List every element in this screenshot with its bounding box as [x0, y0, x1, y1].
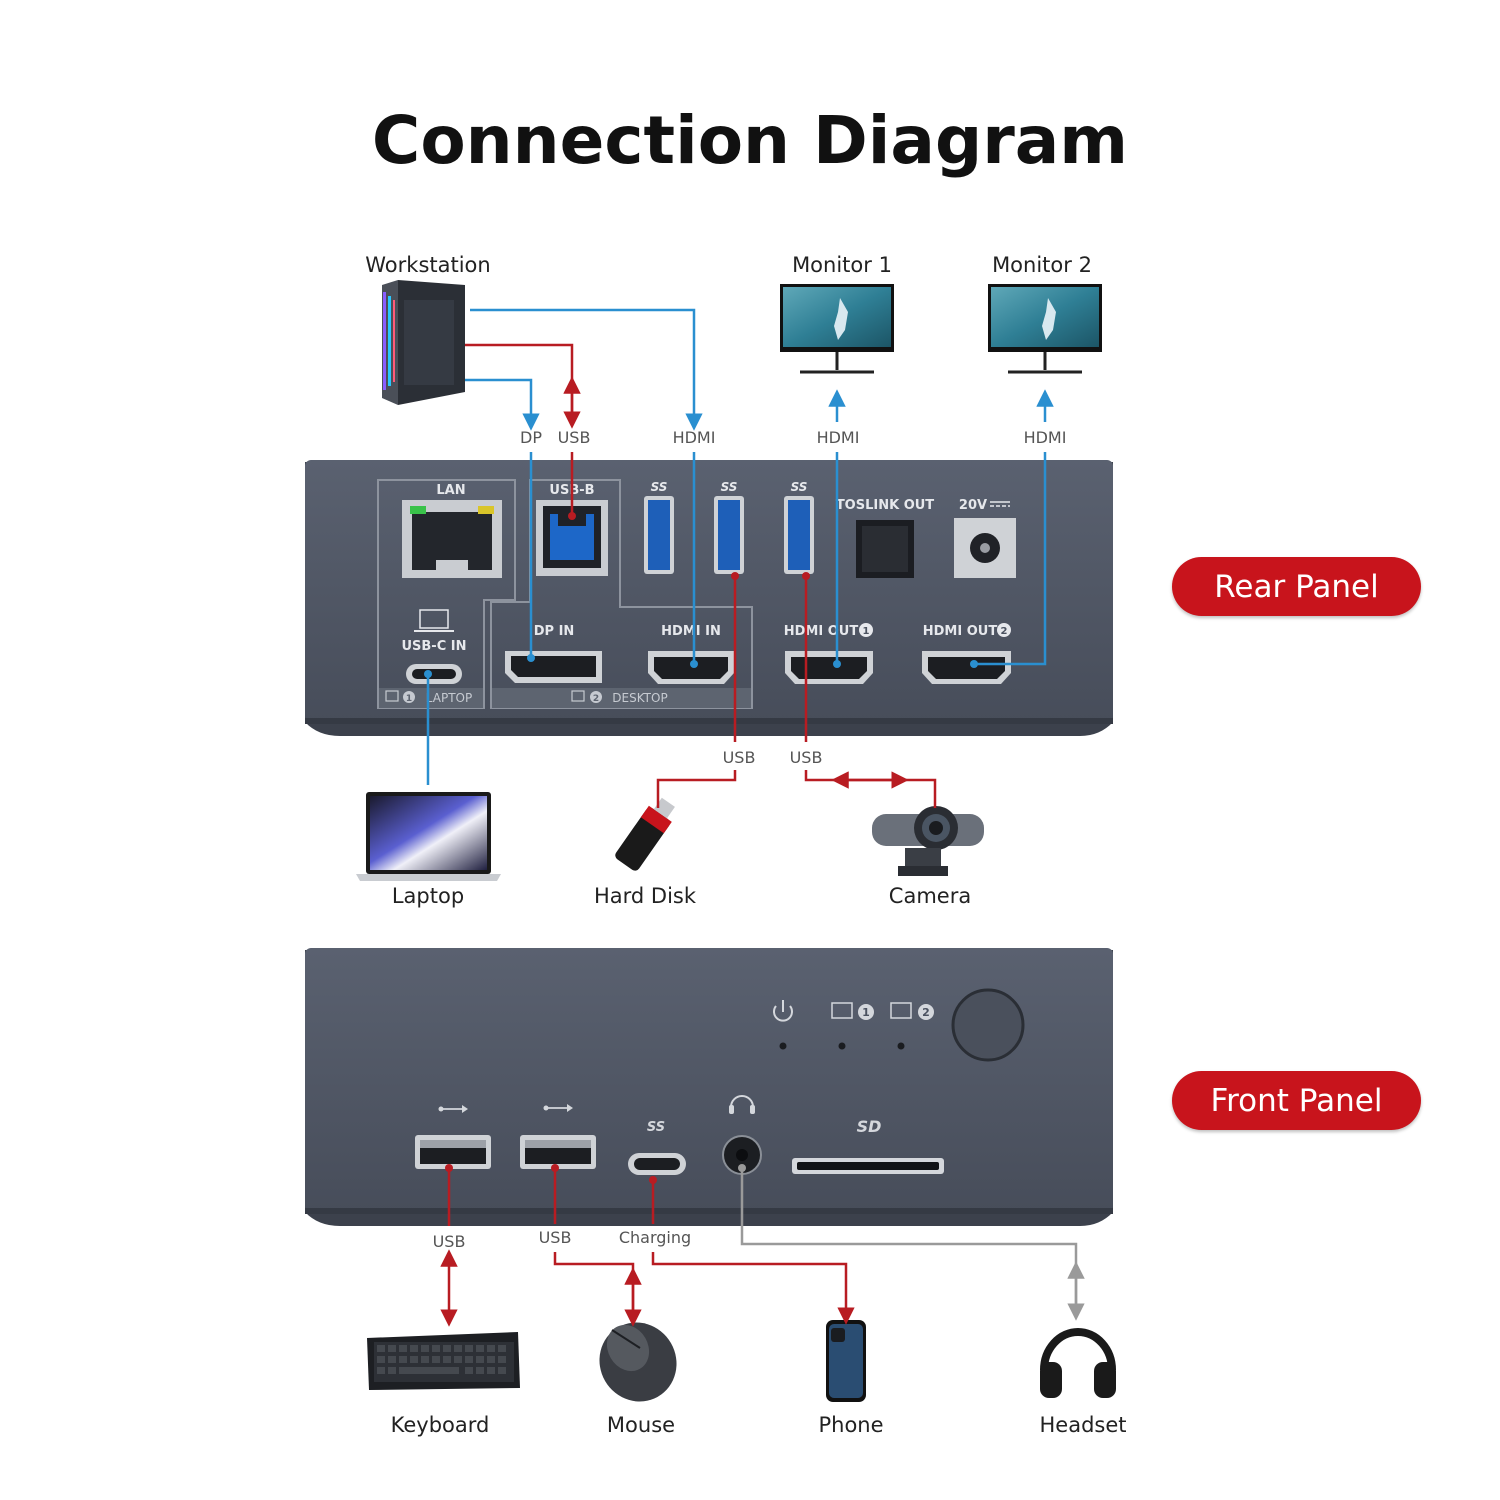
sd-card-slot[interactable]: [792, 1158, 944, 1174]
desktop-mode-number: 2: [593, 694, 599, 704]
hdmi-out-2-number: 2: [1001, 626, 1008, 637]
workstation-usb-line: [465, 343, 574, 422]
headset-icon: [1040, 1328, 1116, 1398]
rear-usb-a-port-3[interactable]: SS: [784, 480, 814, 574]
usb-symbol-icon-1: [438, 1105, 468, 1113]
headset-label: Headset: [1039, 1413, 1126, 1437]
workstation-hdmi-connection-label: HDMI: [673, 428, 716, 447]
monitor-2-hdmi-connection-label: HDMI: [1024, 428, 1067, 447]
camera-usb-connection-label: USB: [790, 748, 823, 767]
front-panel-badge: Front Panel: [1172, 1071, 1421, 1130]
usb-symbol-icon-2: [543, 1104, 573, 1112]
ss-logo-3: SS: [791, 480, 808, 494]
hdmi-out-1-port[interactable]: [785, 651, 873, 684]
toslink-label: TOSLINK OUT: [836, 498, 934, 513]
dp-connection-label: DP: [520, 428, 542, 447]
dp-in-label: DP IN: [534, 624, 575, 639]
front-usb-a-port-1[interactable]: [415, 1135, 491, 1169]
keyboard-label: Keyboard: [391, 1413, 490, 1437]
ss-logo-1: SS: [651, 480, 668, 494]
power-led: [779, 1042, 787, 1050]
laptop-zone-outline: [377, 479, 516, 709]
desktop-zone-outline: [490, 479, 753, 709]
dc-label: 20V: [959, 498, 987, 513]
front-usb-c-port[interactable]: [628, 1153, 686, 1175]
camera-icon: [872, 806, 984, 876]
laptop-mode-label: LAPTOP: [426, 691, 472, 705]
hard-disk-icon: [615, 797, 675, 871]
desktop-mode-icon: [571, 690, 602, 703]
sd-logo-icon: SD: [857, 1117, 882, 1136]
rear-usb-a-port-2[interactable]: SS: [714, 480, 744, 574]
desktop-mode-label: DESKTOP: [612, 691, 667, 705]
monitor-2-icon: [988, 284, 1102, 374]
workstation-dp-line: [465, 378, 540, 431]
ss-charging-logo: SS: [647, 1120, 665, 1135]
hdmi-in-port[interactable]: [648, 651, 734, 684]
ss-logo-2: SS: [721, 480, 738, 494]
hdmi-out-1-number: 1: [863, 626, 870, 637]
audio-jack-port[interactable]: [722, 1135, 762, 1175]
hard-disk-usb-connection-label: USB: [723, 748, 756, 767]
rear-usb-a-port-1[interactable]: SS: [644, 480, 674, 574]
laptop-device-icon: [356, 792, 501, 881]
phone-charging-connection-label: Charging: [619, 1228, 691, 1247]
dc-power-port[interactable]: [954, 518, 1016, 578]
monitor-1-icon: [780, 284, 894, 374]
workstation-label: Workstation: [365, 253, 490, 277]
workstation-usb-connection-label: USB: [558, 428, 591, 447]
usb-c-in-port[interactable]: [406, 664, 462, 684]
front-dock: 1 2: [305, 948, 1113, 1226]
switch-button[interactable]: [951, 988, 1025, 1062]
usb-b-port[interactable]: [536, 500, 608, 576]
monitor-1-hdmi-connection-label: HDMI: [817, 428, 860, 447]
lan-label: LAN: [436, 483, 465, 498]
host-2-led: [897, 1042, 905, 1050]
headphone-icon: [729, 1095, 755, 1114]
mouse-icon: [599, 1322, 677, 1402]
mouse-label: Mouse: [607, 1413, 675, 1437]
phone-icon: [826, 1320, 866, 1402]
front-usb-a-port-2[interactable]: [520, 1135, 596, 1169]
page-title: Connection Diagram: [372, 102, 1128, 179]
keyboard-usb-connection-label: USB: [433, 1232, 466, 1251]
lan-port[interactable]: [402, 500, 502, 578]
laptop-mode-icon: [385, 690, 415, 703]
hdmi-in-label: HDMI IN: [661, 624, 721, 639]
lan-activity-led: [478, 506, 494, 514]
workstation-icon: [382, 280, 465, 405]
hdmi-out-1-label: HDMI OUT: [784, 624, 859, 639]
mouse-usb-connection-label: USB: [539, 1228, 572, 1247]
laptop-label: Laptop: [392, 884, 464, 908]
workstation-hdmi-line: [470, 308, 703, 431]
hdmi-out-2-port[interactable]: [922, 651, 1011, 684]
host-1-indicator-icon: [831, 1002, 874, 1020]
laptop-icon: [414, 609, 454, 632]
monitor-2-hdmi-line: [974, 452, 1047, 666]
rear-panel-badge: Rear Panel: [1172, 557, 1421, 616]
monitor-1-label: Monitor 1: [792, 253, 892, 277]
host-2-number: 2: [922, 1006, 930, 1019]
host-1-number: 1: [862, 1006, 870, 1019]
hdmi-out-2-label: HDMI OUT: [923, 624, 998, 639]
dp-in-port[interactable]: [505, 651, 602, 683]
host-2-indicator-icon: [890, 1002, 934, 1020]
phone-label: Phone: [818, 1413, 883, 1437]
laptop-mode-number: 1: [406, 694, 412, 704]
lan-link-led: [410, 506, 426, 514]
toslink-port[interactable]: [856, 520, 914, 578]
power-icon: [773, 1000, 793, 1022]
rear-dock: LAN USB-B SS SS SS: [305, 460, 1113, 736]
keyboard-icon: [367, 1332, 520, 1390]
hard-disk-label: Hard Disk: [594, 884, 697, 908]
camera-label: Camera: [889, 884, 971, 908]
host-1-led: [838, 1042, 846, 1050]
usb-c-in-label: USB-C IN: [401, 639, 466, 654]
monitor-2-label: Monitor 2: [992, 253, 1092, 277]
